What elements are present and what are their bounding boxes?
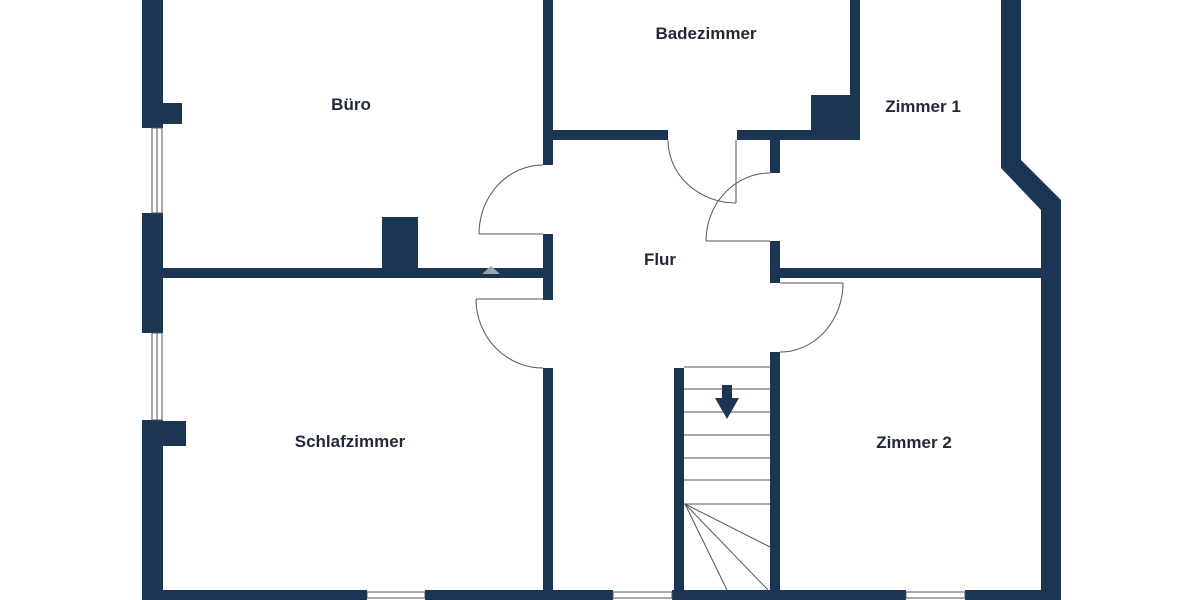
window-bottom-zimmer2 xyxy=(905,591,966,599)
window-bottom-flur xyxy=(612,591,673,599)
door-zimmer1 xyxy=(705,172,771,242)
marker xyxy=(482,266,500,274)
room-label-flur: Flur xyxy=(643,250,677,269)
room-label-buero: Büro xyxy=(331,95,371,114)
exterior-walls xyxy=(142,0,1061,600)
window-schlafzimmer xyxy=(151,332,163,421)
room-label-zimmer-2: Zimmer 2 xyxy=(876,433,952,452)
room-label-schlafzimmer: Schlafzimmer xyxy=(294,432,406,451)
door-zimmer2 xyxy=(779,282,844,353)
door-schlafzimmer xyxy=(475,298,544,369)
room-label-badezimmer: Badezimmer xyxy=(655,24,757,43)
window-buero xyxy=(151,127,163,214)
window-bottom-left xyxy=(366,591,426,599)
room-label-zimmer-1: Zimmer 1 xyxy=(885,97,961,116)
arrow-down-icon xyxy=(715,385,739,419)
interior-walls xyxy=(163,0,1041,590)
door-bad xyxy=(667,139,737,204)
door-buero xyxy=(478,164,544,235)
